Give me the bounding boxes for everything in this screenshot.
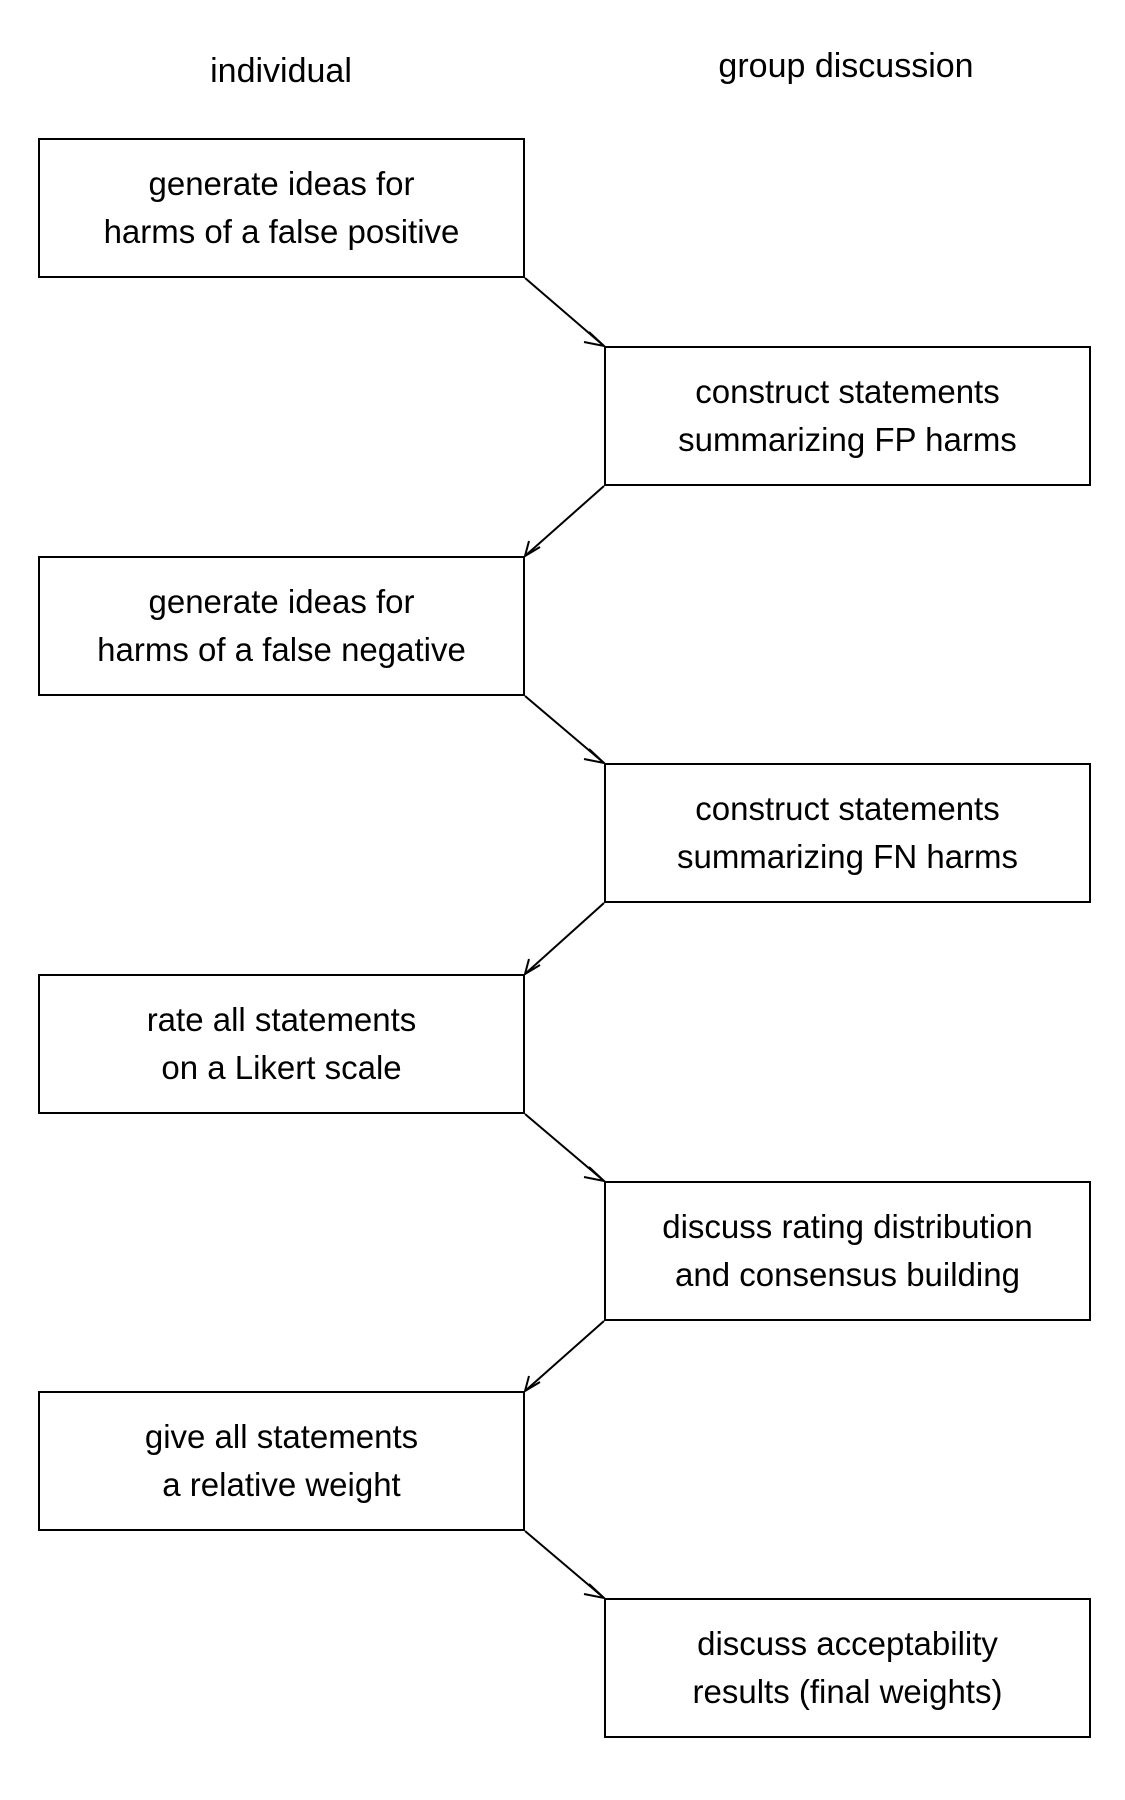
step-text-line: generate ideas for [148,583,415,621]
step-text-line: harms of a false negative [97,631,466,668]
step-text-line: a relative weight [162,1466,401,1503]
arrow-1-to-2 [524,277,608,348]
arrow-7-to-8 [524,1530,608,1600]
step-box-construct-fn-statements: construct statements summarizing FN harm… [604,763,1091,903]
step-text-line: construct statements [695,790,1000,828]
step-text-line: give all statements [144,1418,419,1456]
step-text-line: rate all statements [146,1001,417,1039]
step-text-line: generate ideas for [148,165,415,203]
arrow-3-to-4 [524,695,608,765]
step-box-construct-fp-statements: construct statements summarizing FP harm… [604,346,1091,486]
step-text-line: summarizing FP harms [678,421,1017,458]
step-text-line: summarizing FN harms [676,838,1019,875]
step-text-line: discuss rating distribution [662,1208,1033,1246]
step-box-give-relative-weight: give all statements a relative weight [38,1391,525,1531]
column-header-group-discussion: group discussion [718,47,974,85]
column-header-individual: individual [210,52,352,90]
step-box-generate-fn-ideas: generate ideas for harms of a false nega… [38,556,525,696]
step-box-discuss-rating-distribution: discuss rating distribution and consensu… [604,1181,1091,1321]
step-text-line: results (final weights) [692,1673,1003,1710]
step-box-discuss-acceptability: discuss acceptability results (final wei… [604,1598,1091,1738]
step-box-generate-fp-ideas: generate ideas for harms of a false posi… [38,138,525,278]
step-text-line: harms of a false positive [103,213,460,250]
step-text-line: discuss acceptability [697,1625,998,1663]
step-text-line: and consensus building [675,1256,1020,1293]
arrow-2-to-3 [523,485,605,559]
step-text-line: on a Likert scale [161,1049,402,1086]
arrow-5-to-6 [524,1113,608,1183]
step-text-line: construct statements [695,373,1000,411]
arrow-4-to-5 [523,902,605,977]
arrow-6-to-7 [523,1320,605,1394]
step-box-rate-statements: rate all statements on a Likert scale [38,974,525,1114]
